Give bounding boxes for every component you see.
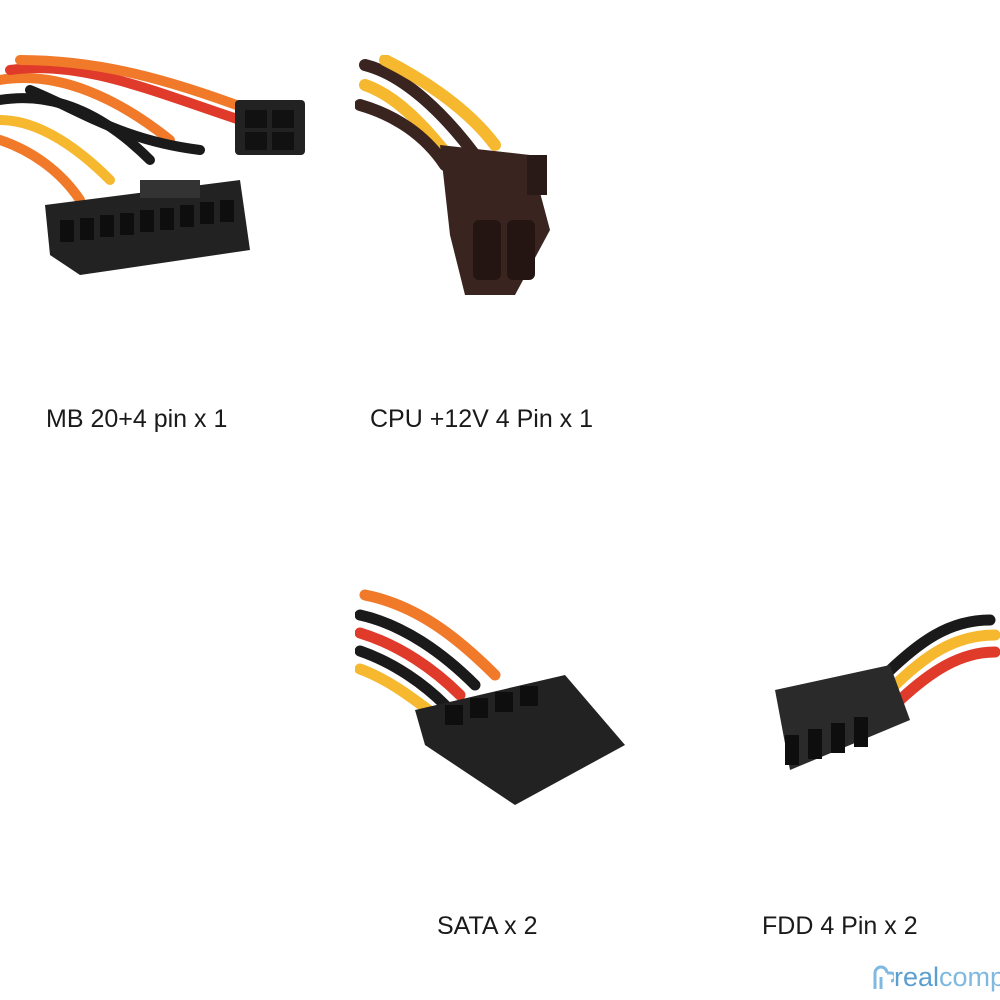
logo-text-real: real	[894, 962, 940, 992]
connector-label: SATA x 2	[437, 912, 538, 940]
sata-connector-icon	[355, 589, 625, 805]
cpu-4pin-connector-icon	[355, 55, 550, 295]
logo-text-comp: comp	[939, 962, 1000, 992]
realcomp-logo-icon	[873, 965, 894, 989]
connector-label: CPU +12V 4 Pin x 1	[370, 405, 594, 433]
mb-24pin-connector-icon	[0, 55, 305, 275]
fdd-4pin-connector-icon	[775, 614, 1000, 770]
connector-label: MB 20+4 pin x 1	[46, 405, 228, 433]
connector-label: FDD 4 Pin x 2	[762, 912, 918, 940]
